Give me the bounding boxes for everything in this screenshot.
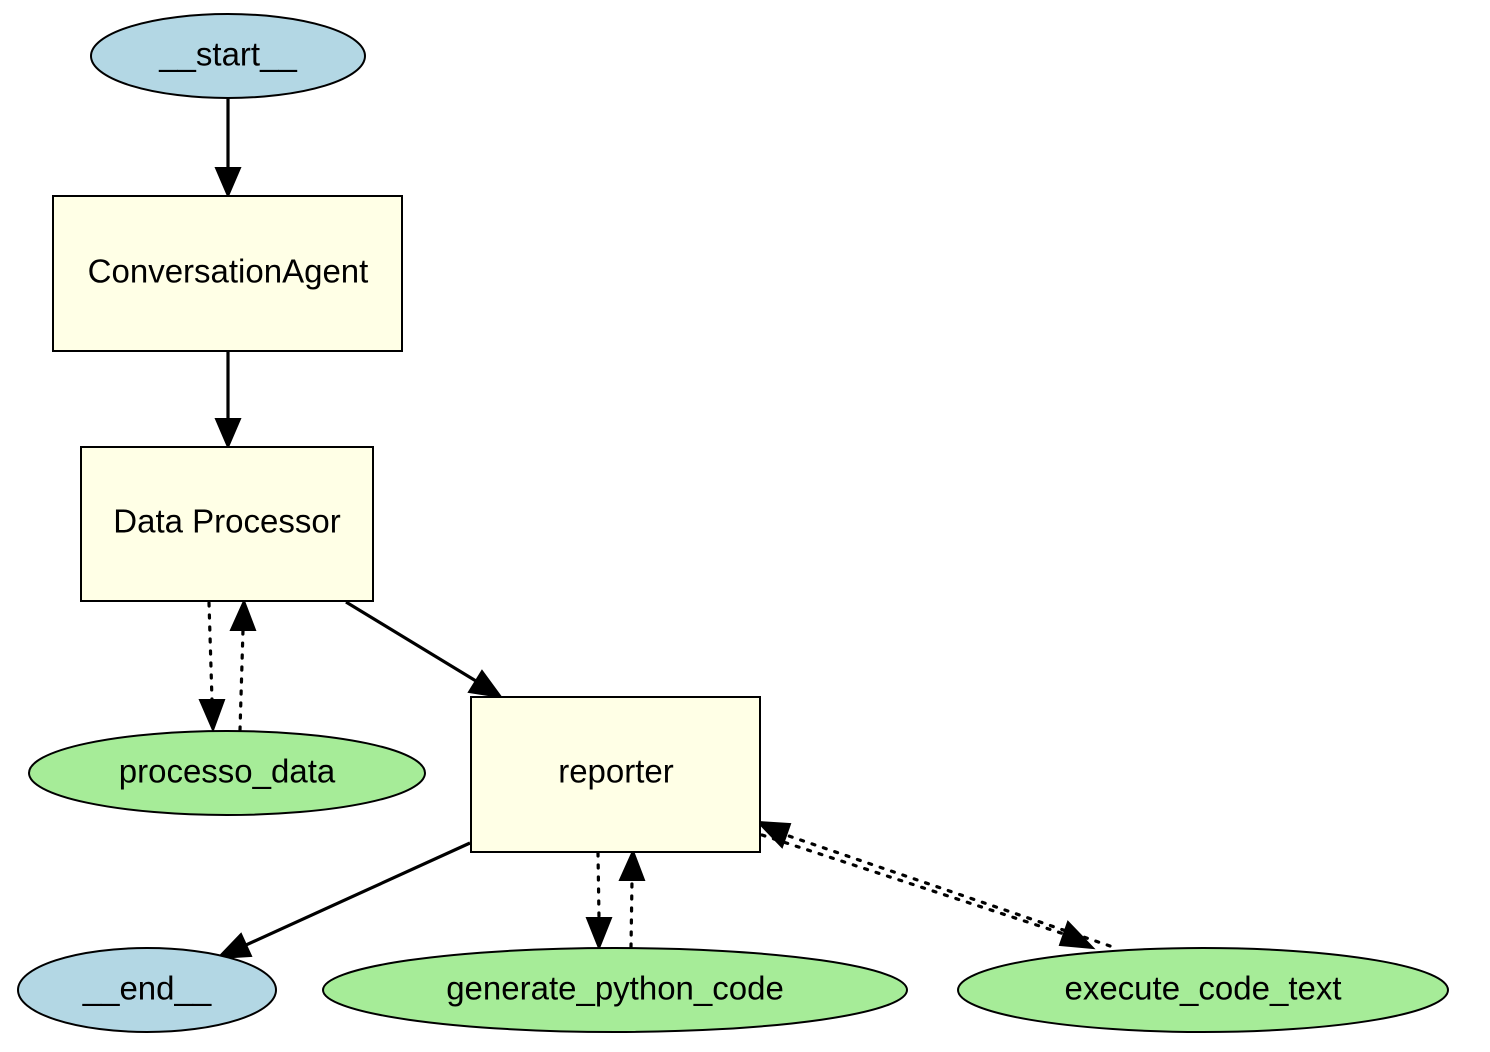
node-generate-python-code[interactable]: generate_python_code (322, 947, 908, 1033)
node-execute-code-text[interactable]: execute_code_text (957, 947, 1449, 1033)
end-node-label: __end__ (82, 970, 212, 1007)
end-node-shape (17, 947, 277, 1033)
arrowhead-icon (215, 932, 253, 960)
arrowhead-icon (198, 699, 226, 733)
node-data-processor[interactable]: Data Processor (80, 446, 374, 602)
conversation-agent-node-shape (52, 195, 403, 352)
start-node-label: __start__ (158, 36, 297, 73)
arrowhead-icon (229, 598, 257, 631)
edge-processo-data-to-data-processor (229, 598, 257, 732)
data-processor-node-shape (80, 446, 374, 602)
node-end[interactable]: __end__ (17, 947, 277, 1033)
arrowhead-icon (467, 669, 504, 699)
nodes: __start__ ConversationAgent Data Process… (17, 13, 1449, 1033)
edge-data-processor-to-reporter (345, 600, 504, 699)
reporter-node-label: reporter (558, 753, 674, 790)
edge-reporter-to-end (215, 841, 471, 960)
node-start[interactable]: __start__ (90, 13, 366, 99)
start-node-shape (90, 13, 366, 99)
edge-conversation-agent-to-data-processor (214, 351, 242, 450)
edge-generate-python-code-to-reporter (618, 848, 646, 949)
node-reporter[interactable]: reporter (470, 696, 761, 853)
edge-data-processor-to-processo-data (198, 601, 226, 733)
reporter-node-shape (470, 696, 761, 853)
arrowhead-icon (618, 848, 646, 881)
edge-execute-code-text-to-reporter (755, 820, 1112, 948)
execute-code-text-node-shape (957, 947, 1449, 1033)
arrowhead-icon (585, 917, 613, 951)
edge-reporter-to-execute-code-text (760, 833, 1096, 950)
processo-data-node-shape (28, 730, 426, 816)
node-conversation-agent[interactable]: ConversationAgent (52, 195, 403, 352)
arrowhead-icon (755, 820, 792, 849)
edge-reporter-to-generate-python-code (585, 851, 613, 951)
edge-start-to-conversation-agent (214, 99, 242, 199)
generate-python-code-node-shape (322, 947, 908, 1033)
generate-python-code-node-label: generate_python_code (446, 970, 784, 1007)
arrowhead-icon (214, 167, 242, 199)
execute-code-text-node-label: execute_code_text (1064, 970, 1341, 1007)
processo-data-node-label: processo_data (119, 753, 336, 790)
edges (198, 99, 1112, 960)
node-processo-data[interactable]: processo_data (28, 730, 426, 816)
data-processor-node-label: Data Processor (113, 503, 340, 540)
arrowhead-icon (214, 418, 242, 450)
conversation-agent-node-label: ConversationAgent (88, 253, 369, 290)
